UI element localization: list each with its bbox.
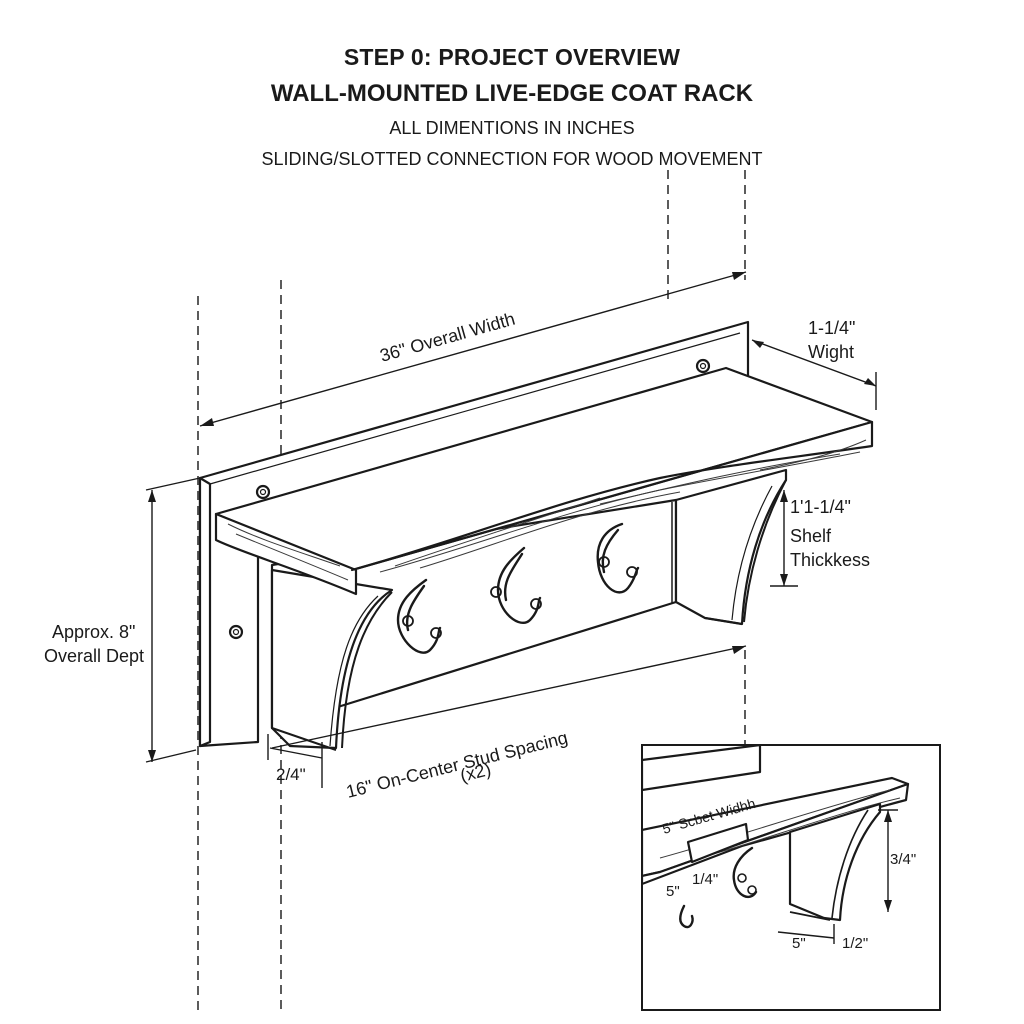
hook-screw-icon: [737, 873, 747, 883]
hook-screw-icon: [402, 615, 414, 627]
overall-width-label: 36" Overall Width: [378, 309, 518, 366]
coat-hook: [490, 546, 542, 624]
inset-quarter-value: 1/4": [692, 871, 718, 888]
units-note: ALL DIMENTIONS IN INCHES: [389, 118, 635, 138]
depth-label: Overall Dept: [44, 646, 144, 666]
depth-value: Approx. 8": [52, 622, 135, 642]
inset-bottom-left-value: 5": [792, 935, 806, 952]
screw-icon: [228, 624, 244, 640]
top-right-dimension: 1-1/4" Wight: [751, 318, 877, 410]
width-label: Wight: [808, 342, 854, 362]
detail-inset: 5" Scbet Widhh 5" 1/4" 3/4" 5" 1/2": [641, 744, 941, 1011]
thickness-label-shelf: Shelf: [790, 526, 832, 546]
screw-icon: [695, 358, 711, 374]
inset-left-value: 5": [666, 883, 680, 900]
offset-label: 2/4": [276, 765, 306, 784]
inset-height-value: 3/4": [890, 851, 916, 868]
hook-screw-icon: [598, 556, 610, 568]
width-value: 1-1/4": [808, 318, 855, 338]
step-title: STEP 0: PROJECT OVERVIEW: [343, 44, 681, 70]
hook-screw-icon: [490, 586, 502, 598]
back-board: [198, 320, 750, 748]
connection-note: SLIDING/SLOTTED CONNECTION FOR WOOD MOVE…: [261, 149, 763, 169]
right-bracket: [674, 468, 788, 626]
screw-icon: [255, 484, 271, 500]
thickness-label-word: Thickkess: [790, 550, 870, 570]
left-bracket: [270, 568, 394, 751]
coat-hook: [596, 522, 640, 594]
overall-depth-dimension: Approx. 8" Overall Dept: [44, 477, 201, 763]
live-edge-shelf: [214, 366, 874, 596]
stud-spacing-label: 16" On-Center Stud Spacing: [344, 727, 570, 801]
coat-hook: [396, 578, 442, 654]
inset-bottom-right-value: 1/2": [842, 935, 868, 952]
shelf-thickness-dimension: 1'1-1/4" Shelf Thickkess: [770, 490, 870, 587]
project-title: WALL-MOUNTED LIVE-EDGE COAT RACK: [270, 80, 754, 107]
thickness-value: 1'1-1/4": [790, 497, 851, 517]
